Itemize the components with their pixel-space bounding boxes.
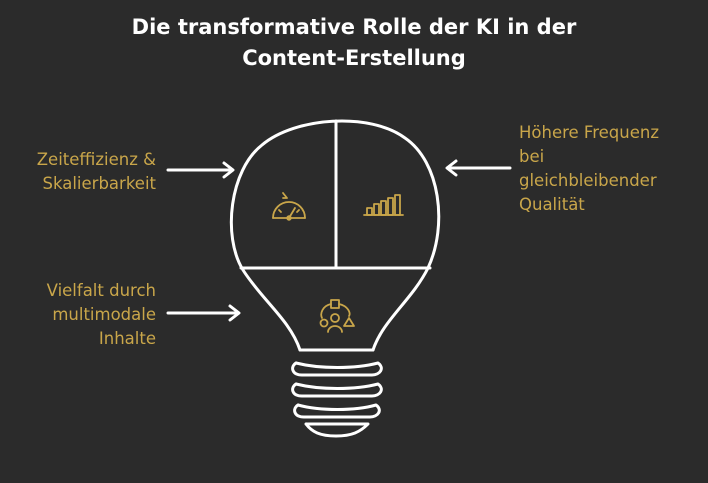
diagram-title: Die transformative Rolle der KI in der C…: [0, 12, 708, 74]
label-time-efficiency: Zeiteffizienz & Skalierbarkeit: [6, 148, 156, 196]
label-variety-line-1: Vielfalt durch: [46, 281, 156, 300]
lightbulb-outline: [229, 119, 441, 352]
shapes-network-icon: [319, 299, 355, 333]
label-frequency: Höhere Frequenz bei gleichbleibender Qua…: [519, 121, 704, 217]
lightbulb-base: [291, 348, 383, 438]
arrow-time-efficiency: [166, 161, 235, 179]
label-variety-line-3: Inhalte: [98, 329, 156, 348]
arrow-frequency: [445, 159, 512, 177]
label-variety-line-2: multimodale: [52, 305, 156, 324]
label-variety: Vielfalt durch multimodale Inhalte: [6, 279, 156, 351]
label-frequency-line-2: bei: [519, 147, 545, 166]
speedometer-icon: [272, 192, 306, 221]
label-time-efficiency-line-2: Skalierbarkeit: [42, 174, 157, 193]
label-time-efficiency-line-1: Zeiteffizienz &: [36, 150, 156, 169]
label-frequency-line-3: gleichbleibender: [519, 171, 657, 190]
label-frequency-line-4: Qualität: [519, 195, 585, 214]
title-line-2: Content-Erstellung: [242, 46, 466, 70]
label-frequency-line-1: Höhere Frequenz: [519, 123, 659, 142]
bar-chart-icon: [363, 194, 404, 216]
arrow-variety: [166, 304, 241, 322]
title-line-1: Die transformative Rolle der KI in der: [131, 15, 577, 39]
